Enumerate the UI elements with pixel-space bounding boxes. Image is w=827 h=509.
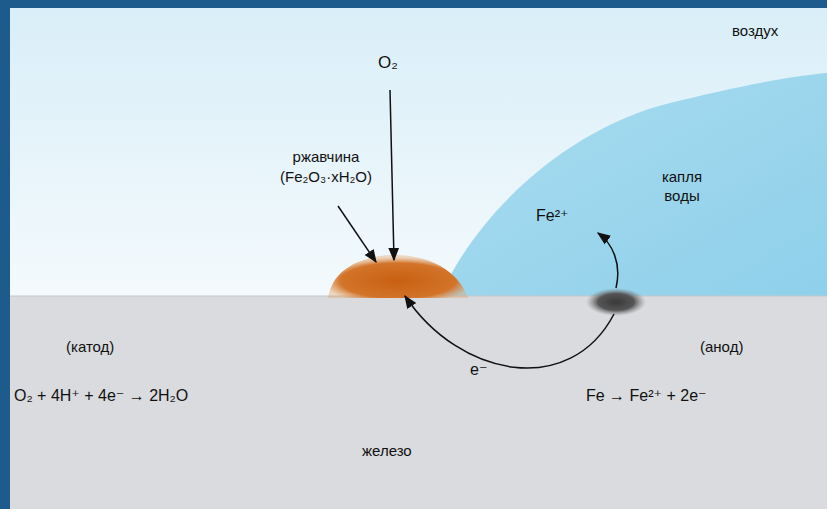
leader-line <box>338 206 376 262</box>
region-label: воздух <box>732 22 778 41</box>
formula-label: (Fe₂O₃·xH₂O) <box>280 168 372 187</box>
rust-deposit <box>328 255 468 298</box>
electrode-label: (анод) <box>700 338 743 357</box>
water-drop <box>440 73 827 296</box>
reaction-equation: O₂ + 4H⁺ + 4e⁻ → 2H₂O <box>14 386 188 406</box>
iron <box>10 296 827 509</box>
molecule-label: O₂ <box>378 52 398 73</box>
electron-label: e⁻ <box>470 360 487 380</box>
ion-label: Fe²⁺ <box>536 206 568 226</box>
material-label: железо <box>362 442 412 461</box>
air <box>10 8 827 298</box>
corrosion-illustration <box>10 8 827 509</box>
region-label: капля воды <box>652 168 712 206</box>
part-label: ржавчина <box>293 148 360 167</box>
oxygen-arrow <box>390 90 394 260</box>
ion-arrow <box>598 233 618 288</box>
diagram-area: воздухO₂ ржавчина(Fe₂O₃·xH₂O) капля водыFe… <box>10 8 827 509</box>
electrode-label: (катод) <box>66 338 114 357</box>
reaction-equation: Fe → Fe²⁺ + 2e⁻ <box>586 386 706 406</box>
anode-pit <box>586 288 646 316</box>
electron-arrow <box>405 296 614 368</box>
